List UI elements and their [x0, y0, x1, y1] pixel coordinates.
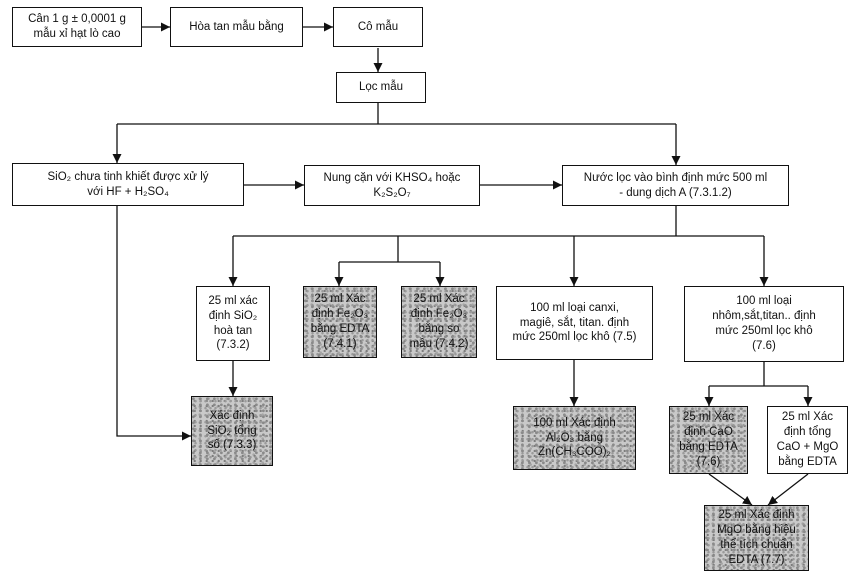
mgo-difference-label: 25 ml Xác định MgO bằng hiệu thể tích ch… [717, 509, 796, 566]
sio2-treatment-label: SiO₂ chưa tinh khiết được xử lý với HF +… [47, 170, 209, 198]
cao-edta-label: 25 ml Xác định CaO bằng EDTA (7.6) [679, 411, 738, 468]
al2o3-determination-box: 100 ml Xác định Al₂O₃ bằng Zn(CH₃COO)₂ [513, 406, 636, 470]
fe2o3-edta-label: 25 ml Xác định Fe₂O₃ bằng EDTA (7.4.1) [310, 293, 370, 350]
remove-ca-mg-box: 100 ml loại canxi, magiê, sắt, titan. đị… [496, 286, 653, 360]
sio2-treatment-box: SiO₂ chưa tinh khiết được xử lý với HF +… [12, 163, 244, 206]
fe2o3-edta-box: 25 ml Xác định Fe₂O₃ bằng EDTA (7.4.1) [303, 286, 377, 358]
cao-mgo-total-box: 25 ml Xác định tổng CaO + MgO bằng EDTA [767, 406, 848, 474]
total-sio2-label: Xác định SiO₂ tổng số (7.3.3) [207, 409, 257, 452]
remove-al-fe-ti-label: 100 ml loại nhôm,sắt,titan.. định mức 25… [712, 295, 816, 352]
arrow-b15-b17 [708, 473, 753, 506]
fe2o3-colorimetric-box: 25 ml Xác định Fe₂O₃ bằng so mầu (7.4.2) [401, 286, 477, 358]
remove-ca-mg-label: 100 ml loại canxi, magiê, sắt, titan. đị… [512, 301, 637, 344]
mgo-difference-box: 25 ml Xác định MgO bằng hiệu thể tích ch… [704, 505, 809, 571]
cao-edta-box: 25 ml Xác định CaO bằng EDTA (7.6) [669, 406, 748, 474]
total-sio2-box: Xác định SiO₂ tổng số (7.3.3) [191, 396, 273, 466]
weigh-sample-label: Cân 1 g ± 0,0001 g mẫu xỉ hạt lò cao [28, 13, 126, 40]
filter-sample-box: Lọc mẫu [336, 72, 426, 103]
fuse-residue-label: Nung cặn với KHSO₄ hoặc K₂S₂O₇ [323, 171, 461, 199]
arrow-b16-b17 [767, 473, 809, 506]
dissolve-sample-box: Hòa tan mẫu bằng [170, 7, 303, 47]
fe2o3-colorimetric-label: 25 ml Xác định Fe₂O₃ bằng so mầu (7.4.2) [409, 293, 469, 350]
sio2-dissolved-label: 25 ml xác định SiO₂ hoà tan (7.3.2) [208, 294, 258, 352]
fuse-residue-box: Nung cặn với KHSO₄ hoặc K₂S₂O₇ [304, 165, 480, 206]
filtrate-solution-a-label: Nước lọc vào bình định mức 500 ml - dung… [583, 171, 768, 199]
evaporate-sample-label: Cô mẫu [357, 20, 399, 33]
remove-al-fe-ti-box: 100 ml loại nhôm,sắt,titan.. định mức 25… [684, 286, 844, 362]
dissolve-sample-label: Hòa tan mẫu bằng [189, 20, 284, 33]
al2o3-determination-label: 100 ml Xác định Al₂O₃ bằng Zn(CH₃COO)₂ [533, 416, 616, 459]
evaporate-sample-box: Cô mẫu [333, 7, 423, 47]
cao-mgo-total-label: 25 ml Xác định tổng CaO + MgO bằng EDTA [776, 411, 839, 468]
filter-sample-label: Lọc mẫu [358, 81, 404, 94]
filtrate-solution-a-box: Nước lọc vào bình định mức 500 ml - dung… [562, 165, 789, 206]
weigh-sample-box: Cân 1 g ± 0,0001 g mẫu xỉ hạt lò cao [12, 7, 142, 47]
sio2-dissolved-box: 25 ml xác định SiO₂ hoà tan (7.3.2) [196, 286, 270, 361]
arrow-b5-b13 [116, 206, 191, 441]
